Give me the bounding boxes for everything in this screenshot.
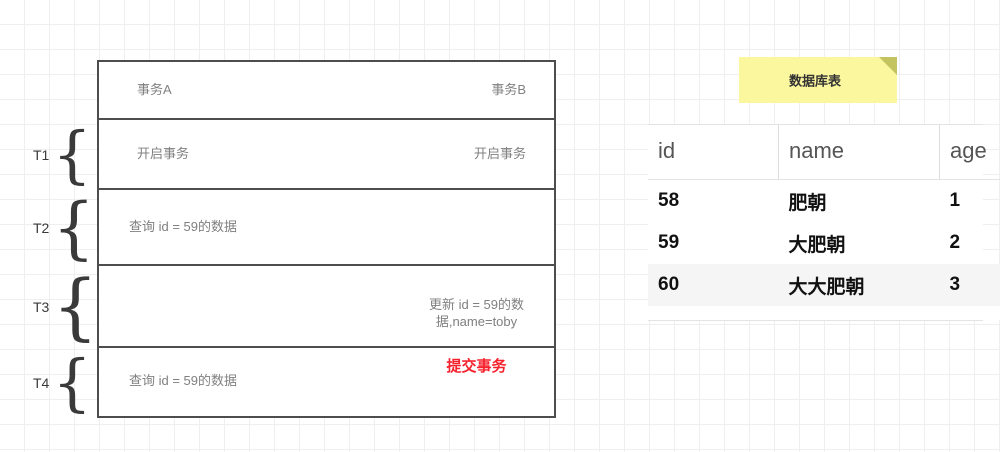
table-spacer-row <box>648 306 1000 320</box>
timeline-row-t3: 更新 id = 59的数 据,name=toby 提交事务 <box>99 266 554 375</box>
cell-id: 60 <box>648 264 779 306</box>
brace-icon: { <box>52 264 99 349</box>
cell-name: 大大肥朝 <box>778 264 940 306</box>
timeline-header-row: 事务A 事务B <box>99 62 554 120</box>
time-label-t4: T4 <box>33 375 50 391</box>
time-label-t2: T2 <box>33 220 50 236</box>
time-marker-t4: T4 { <box>33 348 92 418</box>
cell-name: 肥朝 <box>788 192 827 214</box>
brace-icon: { <box>52 188 95 267</box>
database-table: id name age 58 肥朝 1 59 大肥朝 2 60 <box>648 124 1000 321</box>
timeline-row-t4: 查询 id = 59的数据 <box>99 348 554 414</box>
timeline-row-t2: 查询 id = 59的数据 <box>99 190 554 266</box>
header-cell-transaction-a: 事务A <box>137 82 172 98</box>
page-fold-icon <box>879 57 897 75</box>
table-header-row: id name age <box>648 125 1000 180</box>
table-row: 60 大大肥朝 3 <box>648 264 1000 306</box>
cell-id: 58 <box>658 190 680 211</box>
t3-transaction-b-action: 更新 id = 59的数 据,name=toby 提交事务 <box>429 278 524 395</box>
column-header-name: name <box>778 125 940 180</box>
time-label-t3: T3 <box>33 299 50 315</box>
cell-age: 2 <box>949 232 961 253</box>
t3-update-statement: 更新 id = 59的数 据,name=toby <box>428 296 524 330</box>
time-marker-t2: T2 { <box>33 190 95 266</box>
cell-age: 3 <box>939 264 1000 306</box>
column-header-age: age <box>939 125 1000 180</box>
cell-age: 1 <box>949 190 961 211</box>
spacer-cell <box>778 306 940 320</box>
cell-name: 大肥朝 <box>788 234 846 256</box>
column-header-id: id <box>648 125 779 180</box>
table-row: 59 大肥朝 2 <box>648 222 1000 264</box>
brace-icon: { <box>52 117 92 191</box>
timeline-row-t1: 开启事务 开启事务 <box>99 120 554 190</box>
sticky-note-database-table: 数据库表 <box>739 57 897 103</box>
t4-transaction-a-action: 查询 id = 59的数据 <box>129 373 238 389</box>
time-marker-t3: T3 { <box>33 266 98 348</box>
spacer-cell <box>939 306 1000 320</box>
time-label-t1: T1 <box>33 147 50 163</box>
transaction-timeline-diagram: 事务A 事务B 开启事务 开启事务 查询 id = 59的数据 更新 id = … <box>97 60 556 418</box>
t3-commit-label: 提交事务 <box>446 358 507 376</box>
t1-transaction-b-action: 开启事务 <box>473 146 526 162</box>
t1-transaction-a-action: 开启事务 <box>137 146 190 162</box>
brace-icon: { <box>52 345 92 419</box>
table-row: 58 肥朝 1 <box>648 180 1000 223</box>
t2-transaction-a-action: 查询 id = 59的数据 <box>129 219 238 235</box>
cell-id: 59 <box>658 232 680 253</box>
sticky-note-label: 数据库表 <box>788 73 841 89</box>
time-marker-t1: T1 { <box>33 120 92 190</box>
header-cell-transaction-b: 事务B <box>491 82 526 98</box>
spacer-cell <box>648 306 779 320</box>
